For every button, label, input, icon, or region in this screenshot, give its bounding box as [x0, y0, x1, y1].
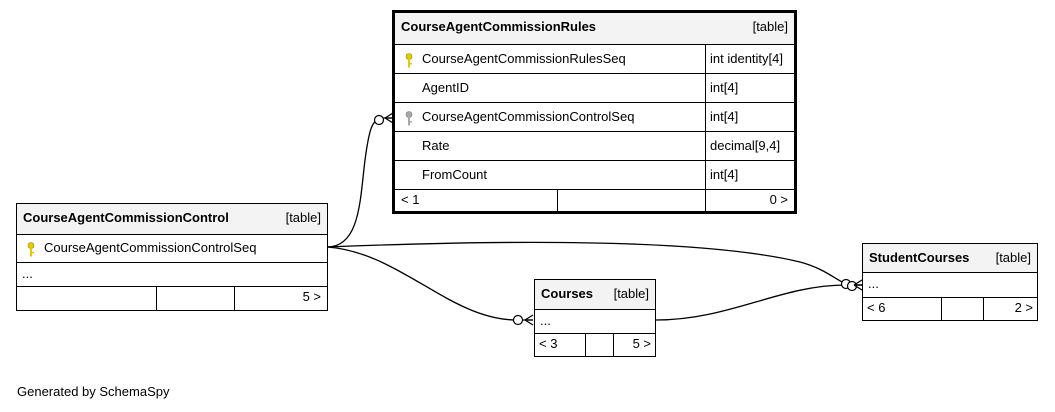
table-header: StudentCourses [table] — [863, 244, 1037, 273]
column-name: FromCount — [422, 167, 488, 182]
footer-cell — [941, 298, 984, 320]
column-name: CourseAgentCommissionControlSeq — [44, 240, 257, 255]
ellipsis: ... — [868, 276, 879, 291]
ellipsis: ... — [540, 313, 551, 328]
table-footer: 5 > — [17, 287, 327, 310]
column-type: decimal[9,4] — [705, 132, 794, 160]
column-row[interactable]: CourseAgentCommissionControlSeq — [17, 235, 327, 263]
edge-end-circle — [512, 314, 524, 326]
ellipsis: ... — [22, 266, 33, 281]
column-name: CourseAgentCommissionRulesSeq — [422, 51, 626, 66]
table-name: CourseAgentCommissionRules — [401, 19, 597, 34]
crowfoot-courses — [524, 314, 534, 326]
table-courses[interactable]: Courses [table] ... < 3 5 > — [534, 279, 656, 357]
column-row[interactable]: FromCount int[4] — [395, 161, 794, 190]
foreign-key-icon — [405, 111, 413, 126]
table-course-agent-commission-rules[interactable]: CourseAgentCommissionRules [table] Cours… — [392, 10, 797, 214]
footer-cell — [705, 190, 794, 211]
table-kind: [table] — [752, 19, 788, 34]
crowfoot-rules — [384, 112, 394, 124]
footer-cell — [585, 334, 614, 356]
table-name: StudentCourses — [869, 250, 970, 265]
table-footer: < 3 5 > — [535, 334, 655, 356]
column-type: int[4] — [705, 103, 794, 131]
column-row[interactable]: AgentID int[4] — [395, 74, 794, 103]
children-count[interactable]: 5 > — [302, 289, 321, 304]
parents-count[interactable]: < 1 — [401, 192, 420, 207]
column-type: int[4] — [705, 74, 794, 102]
footer-cell — [557, 190, 706, 211]
footer-cell — [983, 298, 1037, 320]
column-name: Rate — [422, 138, 450, 153]
parents-count[interactable]: < 3 — [539, 336, 558, 351]
table-footer: < 1 0 > — [395, 190, 794, 211]
table-kind: [table] — [285, 210, 321, 225]
children-count[interactable]: 5 > — [632, 336, 651, 351]
parents-count[interactable]: < 6 — [867, 300, 886, 315]
children-count[interactable]: 0 > — [769, 192, 788, 207]
table-name: CourseAgentCommissionControl — [23, 210, 229, 225]
more-columns-row: ... — [863, 273, 1037, 298]
edge-control-to-rules — [326, 117, 393, 248]
table-student-courses[interactable]: StudentCourses [table] ... < 6 2 > — [862, 243, 1038, 321]
column-type: int identity[4] — [705, 45, 794, 73]
more-columns-row: ... — [17, 263, 327, 287]
edge-end-circle — [373, 114, 385, 126]
edge-control-to-studentcourses — [326, 241, 862, 286]
key-icon — [405, 53, 413, 68]
table-header: CourseAgentCommissionControl [table] — [17, 204, 327, 235]
table-kind: [table] — [995, 250, 1031, 265]
footer-cell — [156, 287, 235, 310]
footer-cell — [234, 287, 327, 310]
table-header: CourseAgentCommissionRules [table] — [395, 13, 794, 45]
table-course-agent-commission-control[interactable]: CourseAgentCommissionControl [table] Cou… — [16, 203, 328, 311]
column-type: int[4] — [705, 161, 794, 189]
column-name: AgentID — [422, 80, 469, 95]
column-row[interactable]: CourseAgentCommissionRulesSeq int identi… — [395, 45, 794, 74]
edge-courses-to-studentcourses — [655, 284, 862, 321]
generated-by-credit: Generated by SchemaSpy — [17, 384, 170, 399]
footer-cell — [613, 334, 655, 356]
table-header: Courses [table] — [535, 280, 655, 310]
crowfoot-studentcourses — [853, 279, 863, 291]
column-name: CourseAgentCommissionControlSeq — [422, 109, 635, 124]
edge-control-to-courses — [326, 246, 533, 321]
column-row[interactable]: Rate decimal[9,4] — [395, 132, 794, 161]
table-kind: [table] — [613, 286, 649, 301]
key-icon — [27, 242, 35, 257]
column-row[interactable]: CourseAgentCommissionControlSeq int[4] — [395, 103, 794, 132]
more-columns-row: ... — [535, 310, 655, 334]
table-footer: < 6 2 > — [863, 298, 1037, 320]
table-name: Courses — [541, 286, 594, 301]
children-count[interactable]: 2 > — [1014, 300, 1033, 315]
